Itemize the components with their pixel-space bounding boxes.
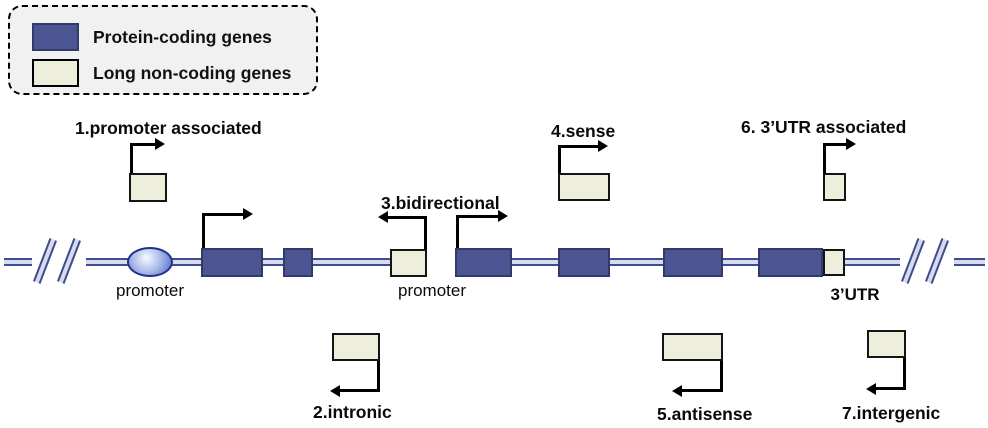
label-bidirectional: 3.bidirectional [381, 193, 500, 213]
intergenic-arrow [866, 358, 906, 395]
lncrna-box-sense [558, 173, 610, 201]
promoter-oval [127, 247, 173, 277]
promoter-label-mid: promoter [397, 281, 467, 300]
label-intergenic: 7.intergenic [842, 403, 941, 423]
long-noncoding-swatch [32, 59, 79, 87]
legend-item-protein-coding: Protein-coding genes [32, 23, 272, 51]
intronic-arrow [330, 361, 380, 397]
break-slash [925, 238, 949, 284]
label-antisense: 5.antisense [657, 404, 753, 424]
line-break-left-icon [32, 238, 86, 284]
lncrna-box-intronic [332, 333, 380, 361]
gene1-transcription-arrow [202, 208, 253, 248]
lncrna-box-utr3-associated [823, 173, 846, 201]
break-slash [33, 238, 57, 284]
gene2-exon-4 [758, 248, 823, 277]
utr3-associated-arrow [823, 138, 856, 173]
legend-label-long-noncoding: Long non-coding genes [93, 62, 292, 83]
protein-coding-swatch [32, 23, 79, 51]
dna-line-left [4, 258, 392, 266]
promoter-associated-arrow [130, 138, 165, 173]
legend: Protein-coding genes Long non-coding gen… [8, 5, 318, 95]
lncrna-box-bidirectional [390, 249, 427, 277]
break-slash [901, 238, 925, 284]
promoter-label-left: promoter [115, 281, 185, 300]
gene1-exon-1 [201, 248, 263, 277]
line-break-right-icon [900, 238, 954, 284]
gene2-exon-1 [455, 248, 512, 277]
lncrna-box-promoter-associated [129, 173, 167, 202]
utr3-box [823, 249, 845, 276]
lncrna-box-intergenic [867, 330, 906, 358]
label-sense: 4.sense [551, 121, 616, 141]
label-intronic: 2.intronic [313, 402, 392, 422]
break-slash [57, 238, 81, 284]
lncrna-box-antisense [662, 333, 723, 361]
gene2-exon-2 [558, 248, 610, 277]
gene2-exon-3 [663, 248, 723, 277]
label-utr3-associated: 6. 3’UTR associated [741, 117, 907, 137]
antisense-arrow [672, 361, 723, 397]
legend-item-long-noncoding: Long non-coding genes [32, 59, 291, 87]
bidirectional-left-arrow [378, 211, 427, 249]
gene1-exon-2 [283, 248, 313, 277]
sense-arrow [558, 140, 608, 173]
legend-label-protein-coding: Protein-coding genes [93, 26, 272, 47]
label-promoter-associated: 1.promoter associated [75, 118, 262, 138]
gene2-transcription-arrow [456, 210, 508, 248]
utr3-label: 3’UTR [830, 285, 880, 304]
